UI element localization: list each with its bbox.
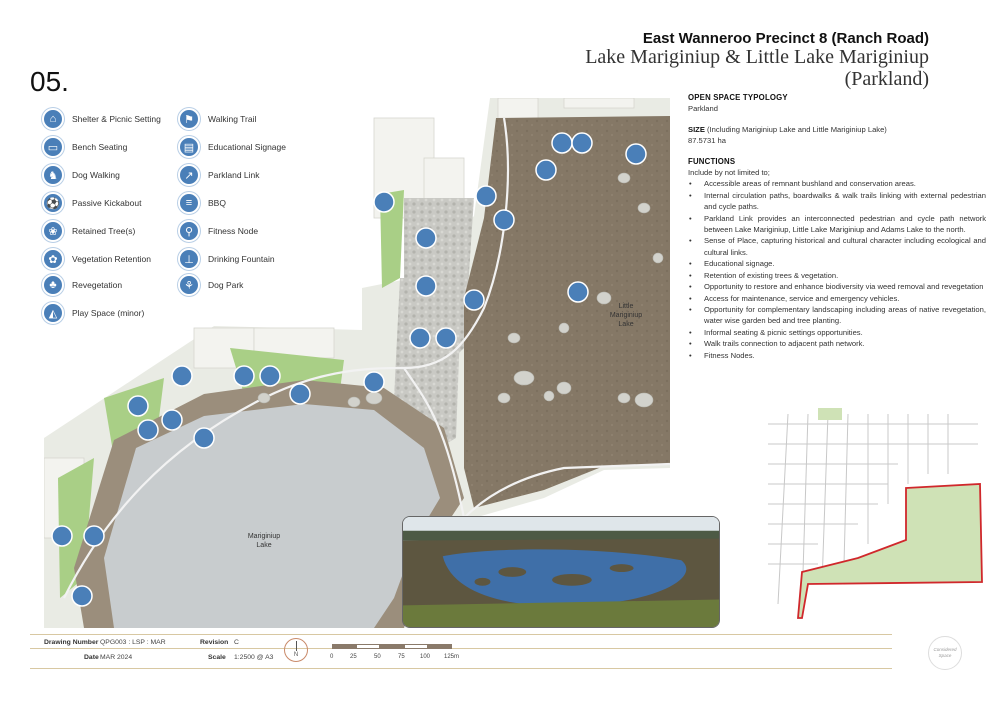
legend-walking-trail: ⚑ Walking Trail bbox=[178, 108, 256, 130]
functions-list: Accessible areas of remnant bushland and… bbox=[688, 178, 986, 361]
function-item: Opportunity for complementary landscapin… bbox=[688, 304, 986, 327]
kickabout-icon: ⚽ bbox=[42, 192, 64, 214]
legend-label: Dog Walking bbox=[72, 170, 120, 180]
legend-label: Passive Kickabout bbox=[72, 198, 142, 208]
date-label: Date bbox=[84, 654, 99, 661]
legend-label: Play Space (minor) bbox=[72, 308, 145, 318]
fitness-icon: ⚲ bbox=[178, 220, 200, 242]
typology-heading: OPEN SPACE TYPOLOGY bbox=[688, 93, 788, 102]
title-block: Drawing Number QPG003 : LSP : MAR Revisi… bbox=[30, 634, 892, 670]
function-item: Fitness Nodes. bbox=[688, 350, 986, 362]
revegetation-icon: ♣ bbox=[42, 274, 64, 296]
walking-trail-icon: ⚑ bbox=[178, 108, 200, 130]
dog-walking-icon: ♞ bbox=[42, 164, 64, 186]
legend-dog-walking: ♞ Dog Walking bbox=[42, 164, 120, 186]
function-item: Opportunity to restore and enhance biodi… bbox=[688, 281, 986, 293]
bench-icon: ▭ bbox=[42, 136, 64, 158]
legend-bench: ▭ Bench Seating bbox=[42, 136, 127, 158]
company-logo: Considered Space bbox=[928, 636, 962, 670]
function-item: Educational signage. bbox=[688, 258, 986, 270]
signage-icon: ▤ bbox=[178, 136, 200, 158]
info-panel: OPEN SPACE TYPOLOGY Parkland SIZE (Inclu… bbox=[688, 92, 986, 370]
functions-heading: FUNCTIONS bbox=[688, 156, 736, 166]
aerial-photo bbox=[402, 516, 720, 628]
play-icon: ◭ bbox=[42, 302, 64, 324]
legend-kickabout: ⚽ Passive Kickabout bbox=[42, 192, 141, 214]
function-item: Internal circulation paths, boardwalks &… bbox=[688, 190, 986, 213]
legend-label: Fitness Node bbox=[208, 226, 259, 236]
legend-label: Educational Signage bbox=[208, 142, 286, 152]
legend-label: Shelter & Picnic Setting bbox=[72, 114, 161, 124]
page-title: East Wanneroo Precinct 8 (Ranch Road) bbox=[642, 30, 929, 47]
function-item: Parkland Link provides an interconnected… bbox=[688, 213, 986, 236]
legend-label: BBQ bbox=[208, 198, 226, 208]
size-note: (Including Mariginiup Lake and Little Ma… bbox=[707, 124, 887, 134]
scale-bar: 0 25 50 75 100 125m bbox=[330, 634, 510, 668]
legend-fountain: ⊥ Drinking Fountain bbox=[178, 248, 275, 270]
legend-bbq: ≡ BBQ bbox=[178, 192, 226, 214]
function-item: Informal seating & picnic settings oppor… bbox=[688, 327, 986, 339]
legend-label: Walking Trail bbox=[208, 114, 257, 124]
page-number: 05. bbox=[30, 66, 69, 97]
legend-label: Drinking Fountain bbox=[208, 254, 275, 264]
legend-label: Retained Tree(s) bbox=[72, 226, 136, 236]
scale-value: 1:2500 @ A3 bbox=[234, 654, 274, 661]
legend-revegetation: ♣ Revegetation bbox=[42, 274, 122, 296]
size-value: 87.5731 ha bbox=[688, 136, 727, 146]
drawing-number-label: Drawing Number bbox=[44, 639, 99, 646]
function-item: Retention of existing trees & vegetation… bbox=[688, 270, 986, 282]
scale-tick: 0 bbox=[330, 654, 334, 660]
revision-label: Revision bbox=[200, 639, 229, 646]
legend-tree: ❀ Retained Tree(s) bbox=[42, 220, 135, 242]
function-item: Sense of Place, capturing historical and… bbox=[688, 235, 986, 258]
legend-label: Revegetation bbox=[72, 280, 123, 290]
legend-label: Vegetation Retention bbox=[72, 254, 151, 264]
revision-value: C bbox=[234, 639, 239, 646]
legend-play: ◭ Play Space (minor) bbox=[42, 302, 144, 324]
legend-shelter: ⌂ Shelter & Picnic Setting bbox=[42, 108, 161, 130]
north-arrow-icon: N bbox=[284, 638, 308, 662]
legend-fitness: ⚲ Fitness Node bbox=[178, 220, 258, 242]
scale-label: Scale bbox=[208, 654, 226, 661]
legend-label: Dog Park bbox=[208, 280, 244, 290]
legend-vegetation: ✿ Vegetation Retention bbox=[42, 248, 151, 270]
legend-label: Parkland Link bbox=[208, 170, 260, 180]
scale-tick: 100 bbox=[420, 654, 431, 660]
function-item: Accessible areas of remnant bushland and… bbox=[688, 178, 986, 190]
drawing-number: QPG003 : LSP : MAR bbox=[100, 639, 166, 646]
shelter-icon: ⌂ bbox=[42, 108, 64, 130]
dog-park-icon: ⚘ bbox=[178, 274, 200, 296]
functions-intro: Include by not limited to; bbox=[688, 168, 770, 178]
bbq-icon: ≡ bbox=[178, 192, 200, 214]
scale-tick: 75 bbox=[398, 654, 405, 660]
function-item: Walk trails connection to adjacent path … bbox=[688, 338, 986, 350]
map-legend: ⌂ Shelter & Picnic Setting ▭ Bench Seating… bbox=[42, 108, 302, 328]
scale-tick: 50 bbox=[374, 654, 381, 660]
scale-tick: 25 bbox=[350, 654, 357, 660]
facility-markers bbox=[51, 132, 647, 607]
function-item: Access for maintenance, service and emer… bbox=[688, 293, 986, 305]
fountain-icon: ⊥ bbox=[178, 248, 200, 270]
legend-signage: ▤ Educational Signage bbox=[178, 136, 286, 158]
vegetation-icon: ✿ bbox=[42, 248, 64, 270]
page-subtitle: Lake Mariginiup & Little Lake Mariginiup… bbox=[585, 46, 929, 90]
legend-label: Bench Seating bbox=[72, 142, 128, 152]
size-heading: SIZE bbox=[688, 124, 705, 134]
scale-tick: 125m bbox=[444, 654, 460, 660]
typology-value: Parkland bbox=[688, 104, 718, 114]
parkland-link-icon: ↗ bbox=[178, 164, 200, 186]
legend-dog-park: ⚘ Dog Park bbox=[178, 274, 243, 296]
location-key-map bbox=[758, 404, 986, 626]
legend-parkland-link: ↗ Parkland Link bbox=[178, 164, 260, 186]
north-label: N bbox=[293, 652, 299, 658]
date-value: MAR 2024 bbox=[100, 654, 133, 661]
tree-icon: ❀ bbox=[42, 220, 64, 242]
